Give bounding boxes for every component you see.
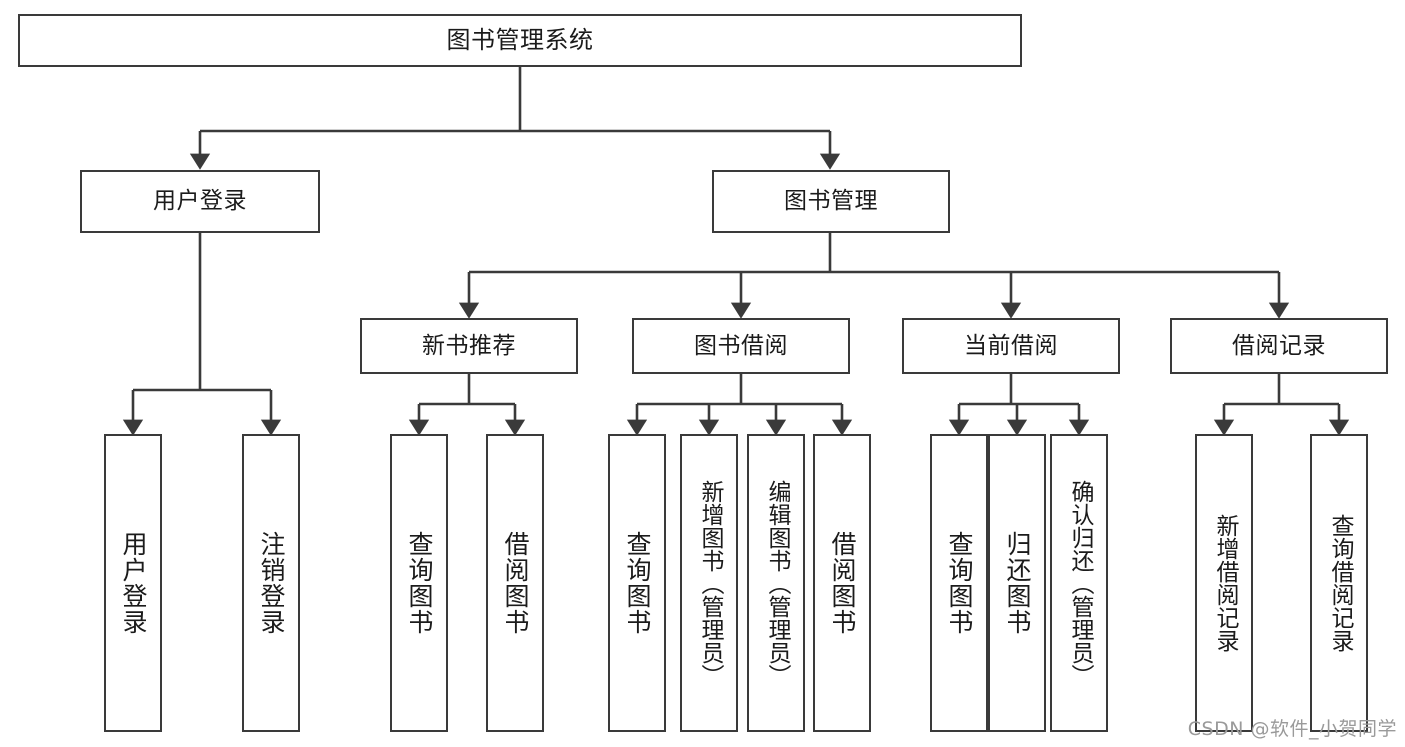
leaf-borrow-book-2[interactable]: 借阅图书 xyxy=(813,434,871,732)
node-label: 确认归还（管理员） xyxy=(1066,479,1093,687)
node-root-system[interactable]: 图书管理系统 xyxy=(18,14,1022,67)
leaf-confirm-return[interactable]: 确认归还（管理员） xyxy=(1050,434,1108,732)
leaf-query-book-2[interactable]: 查询图书 xyxy=(608,434,666,732)
node-label: 查询图书 xyxy=(623,531,652,635)
node-user-login[interactable]: 用户登录 xyxy=(80,170,320,233)
leaf-borrow-book-1[interactable]: 借阅图书 xyxy=(486,434,544,732)
node-borrow-record[interactable]: 借阅记录 xyxy=(1170,318,1388,374)
node-label: 查询借阅记录 xyxy=(1326,514,1353,652)
node-label: 借阅图书 xyxy=(828,531,857,635)
node-book-borrow[interactable]: 图书借阅 xyxy=(632,318,850,374)
node-new-book-recommend[interactable]: 新书推荐 xyxy=(360,318,578,374)
node-label: 新书推荐 xyxy=(422,332,516,359)
node-label: 用户登录 xyxy=(119,531,148,635)
node-label: 借阅记录 xyxy=(1232,332,1326,359)
leaf-user-login[interactable]: 用户登录 xyxy=(104,434,162,732)
node-label: 图书管理系统 xyxy=(446,25,594,54)
node-label: 图书借阅 xyxy=(694,332,788,359)
leaf-add-book[interactable]: 新增图书（管理员） xyxy=(680,434,738,732)
leaf-query-book-3[interactable]: 查询图书 xyxy=(930,434,988,732)
node-label: 新增借阅记录 xyxy=(1211,514,1238,652)
node-label: 图书管理 xyxy=(784,188,878,215)
node-label: 查询图书 xyxy=(945,531,974,635)
leaf-query-record[interactable]: 查询借阅记录 xyxy=(1310,434,1368,732)
leaf-query-book-1[interactable]: 查询图书 xyxy=(390,434,448,732)
leaf-edit-book[interactable]: 编辑图书（管理员） xyxy=(747,434,805,732)
node-label: 用户登录 xyxy=(153,188,247,215)
node-label: 注销登录 xyxy=(257,531,286,635)
leaf-logout[interactable]: 注销登录 xyxy=(242,434,300,732)
node-label: 借阅图书 xyxy=(501,531,530,635)
node-label: 当前借阅 xyxy=(964,332,1058,359)
node-label: 查询图书 xyxy=(405,531,434,635)
node-current-borrow[interactable]: 当前借阅 xyxy=(902,318,1120,374)
node-label: 新增图书（管理员） xyxy=(696,479,723,687)
csdn-watermark: CSDN @软件_小贺同学 xyxy=(1187,718,1397,740)
node-label: 归还图书 xyxy=(1003,531,1032,635)
leaf-return-book[interactable]: 归还图书 xyxy=(988,434,1046,732)
node-label: 编辑图书（管理员） xyxy=(763,479,790,687)
leaf-add-record[interactable]: 新增借阅记录 xyxy=(1195,434,1253,732)
node-book-manage[interactable]: 图书管理 xyxy=(712,170,950,233)
